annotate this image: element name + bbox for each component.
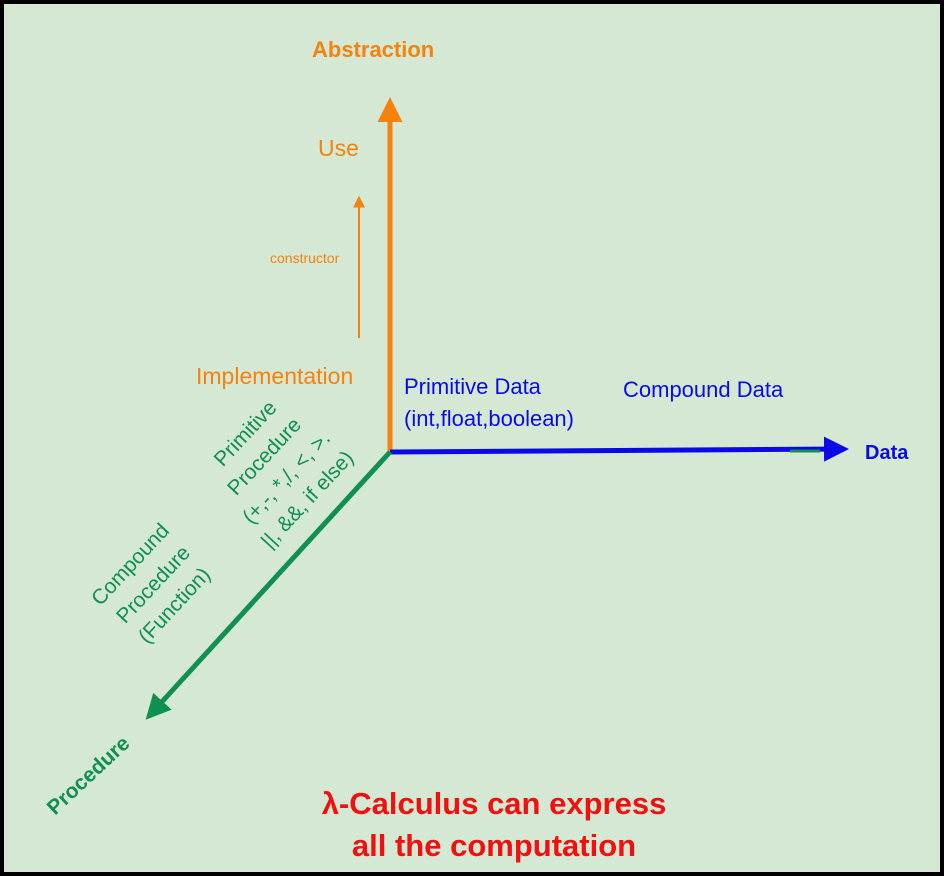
axes-drawing — [145, 97, 849, 720]
procedure-axis-arrow — [145, 450, 392, 720]
primitive-data-types: (int,float,boolean) — [404, 406, 574, 431]
abstraction-axis-title: Abstraction — [312, 37, 435, 62]
data-axis-arrow — [389, 436, 849, 462]
compound-data-label: Compound Data — [623, 377, 784, 402]
implementation-label: Implementation — [196, 363, 354, 389]
constructor-label: constructor — [270, 250, 340, 266]
data-axis-title: Data — [865, 442, 909, 464]
caption-line1: λ-Calculus can express — [321, 786, 667, 821]
caption-line2: all the computation — [351, 828, 637, 863]
primitive-data-label: Primitive Data — [404, 374, 541, 399]
use-label: Use — [318, 135, 359, 161]
